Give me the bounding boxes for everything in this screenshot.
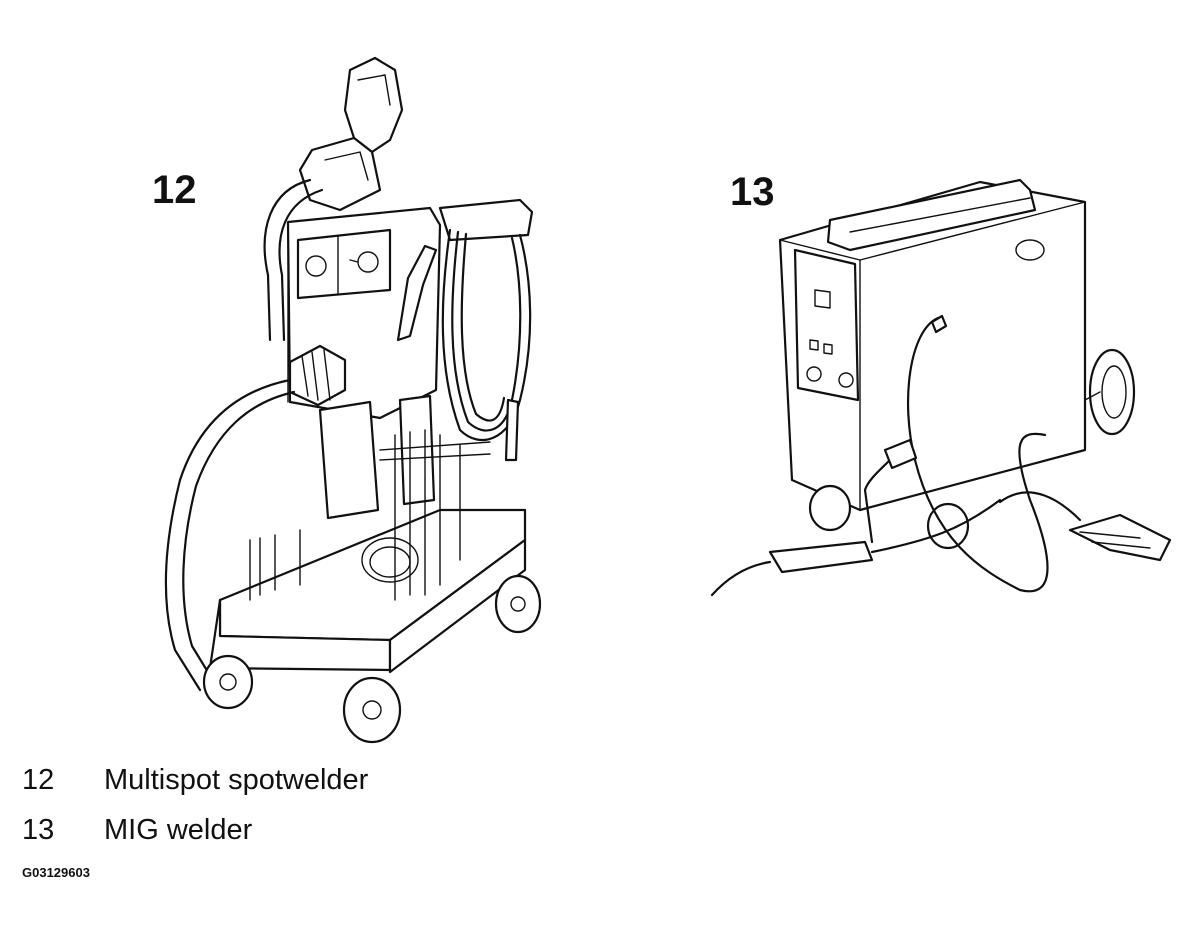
- mig-welder-side-wheel: [1084, 348, 1136, 436]
- figure-id: G03129603: [22, 865, 90, 880]
- mig-welder-earth-clamp: [998, 491, 1172, 562]
- mig-welder-cabinet: [778, 178, 1087, 512]
- legend: 12 Multispot spotwelder 13 MIG welder: [22, 764, 722, 864]
- mig-welder-torch: [710, 498, 1002, 597]
- spotwelder-gun: [298, 56, 404, 212]
- multispot-spotwelder-illustration: [164, 56, 542, 744]
- legend-label: Multispot spotwelder: [104, 764, 369, 796]
- mig-welder-illustration: [710, 178, 1172, 597]
- legend-number: 13: [22, 814, 55, 846]
- mig-welder-control-panel: [793, 248, 860, 402]
- mig-welder-casters: [808, 484, 970, 550]
- legend-item: 13 MIG welder: [22, 814, 722, 864]
- spotwelder-wheels: [202, 574, 542, 744]
- spotwelder-connector: [288, 344, 347, 407]
- legend-label: MIG welder: [104, 814, 253, 846]
- legend-item: 12 Multispot spotwelder: [22, 764, 722, 814]
- callout-number-13: 13: [730, 170, 775, 214]
- callout-number-12: 12: [152, 168, 197, 212]
- spotwelder-trolley: [208, 429, 527, 674]
- spotwelder-hose-hanger: [396, 198, 534, 462]
- legend-number: 12: [22, 764, 55, 796]
